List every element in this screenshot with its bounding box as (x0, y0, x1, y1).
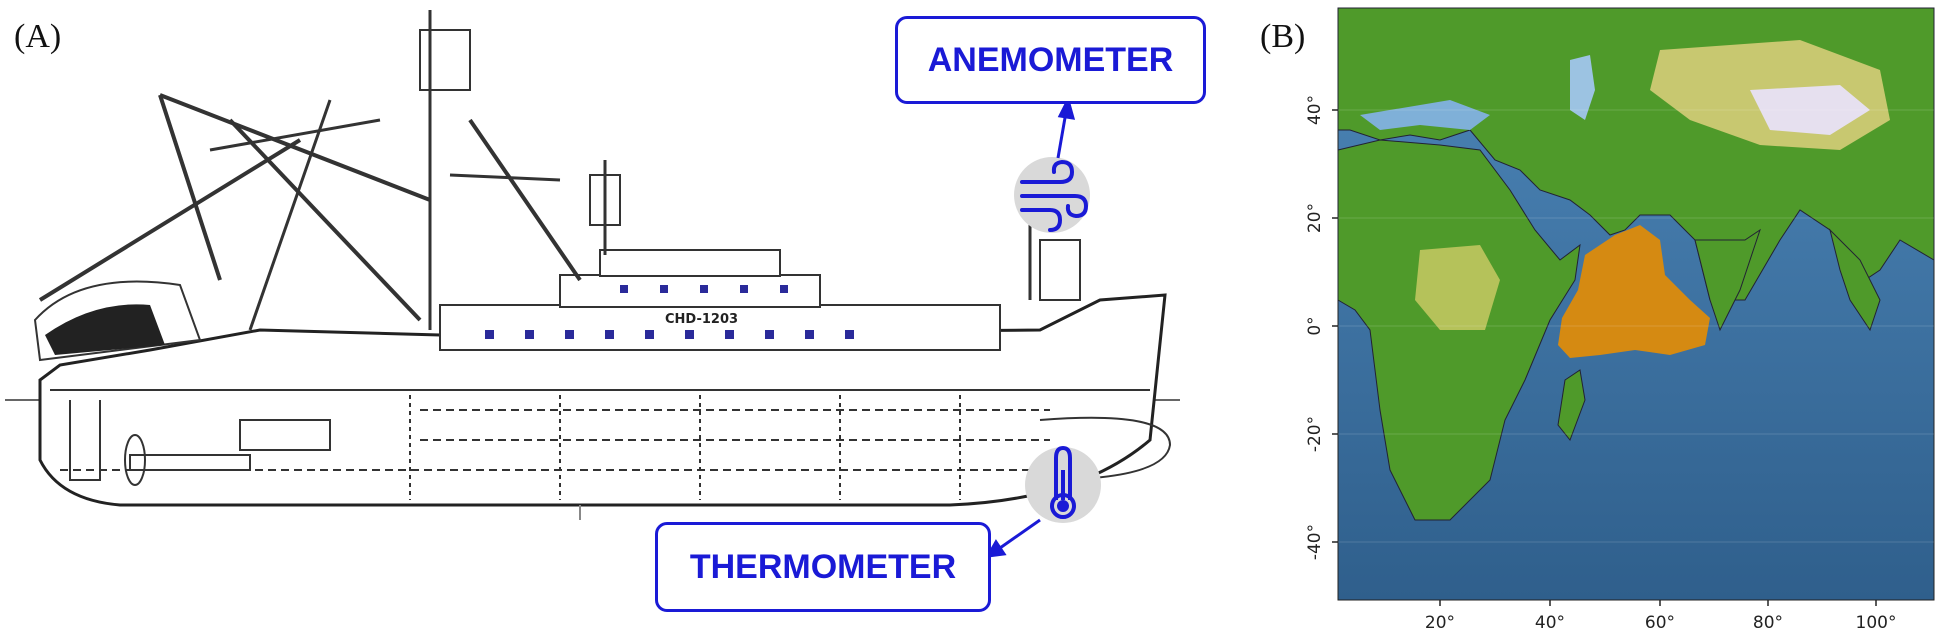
lon-tick-label: 60° (1645, 613, 1675, 633)
panel-label-b: (B) (1260, 18, 1306, 55)
map-figure: 40° 20° 0° -20° -40° 20° 40° 60° 80° 100… (1305, 7, 1935, 633)
tibet-plateau (1750, 85, 1870, 135)
caspian-sea (1570, 55, 1595, 120)
panel-a: (A) (5, 10, 1206, 612)
rudder (69, 400, 101, 481)
ship-drawing: CHD-1203 (5, 10, 1180, 558)
lat-tick-label: 20° (1305, 203, 1325, 233)
propeller (124, 434, 146, 486)
lon-tick-label: 100° (1856, 613, 1897, 633)
wind-icon (1020, 159, 1089, 232)
india (1694, 228, 1761, 332)
lon-tick-label: 80° (1753, 613, 1783, 633)
hull-registration: CHD-1203 (665, 312, 738, 327)
longitude-labels: 20° 40° 60° 80° 100° (1425, 613, 1897, 633)
lon-tick-label: 40° (1535, 613, 1565, 633)
panel-label-a: (A) (14, 18, 62, 55)
thermometer-callout: THERMOMETER (655, 522, 991, 612)
axis-ticks (1332, 109, 1877, 606)
africa-highland (1415, 245, 1500, 330)
superstructure-upper (559, 274, 821, 308)
lat-tick-label: -20° (1305, 416, 1325, 452)
lat-tick-label: 40° (1305, 95, 1325, 125)
lat-tick-label: -40° (1305, 524, 1325, 560)
anemometer-arrow (1056, 111, 1068, 159)
lon-tick-label: 20° (1425, 613, 1455, 633)
superstructure-lower (439, 304, 1001, 351)
anemometer-callout: ANEMOMETER (895, 16, 1206, 104)
panel-b: (B) (1240, 0, 1941, 636)
engine-block (239, 419, 331, 451)
thermometer-icon (1050, 445, 1076, 519)
graticule (1338, 109, 1934, 543)
latitude-labels: 40° 20° 0° -20° -40° (1305, 95, 1325, 560)
porthole-row (485, 285, 854, 339)
madagascar (1557, 369, 1586, 441)
lat-tick-label: 0° (1305, 316, 1325, 335)
thermometer-arrow (999, 518, 1041, 550)
crane-boom-1 (159, 93, 431, 202)
crane-boom-3 (228, 118, 422, 322)
crane-boom-2 (158, 94, 222, 281)
mediterranean-sea (1360, 100, 1490, 130)
bridge-deck (599, 249, 781, 277)
study-region (1558, 225, 1710, 358)
bulbous-bow (1039, 416, 1172, 481)
southeast-asia (1829, 228, 1881, 332)
mast-platform (419, 29, 471, 91)
